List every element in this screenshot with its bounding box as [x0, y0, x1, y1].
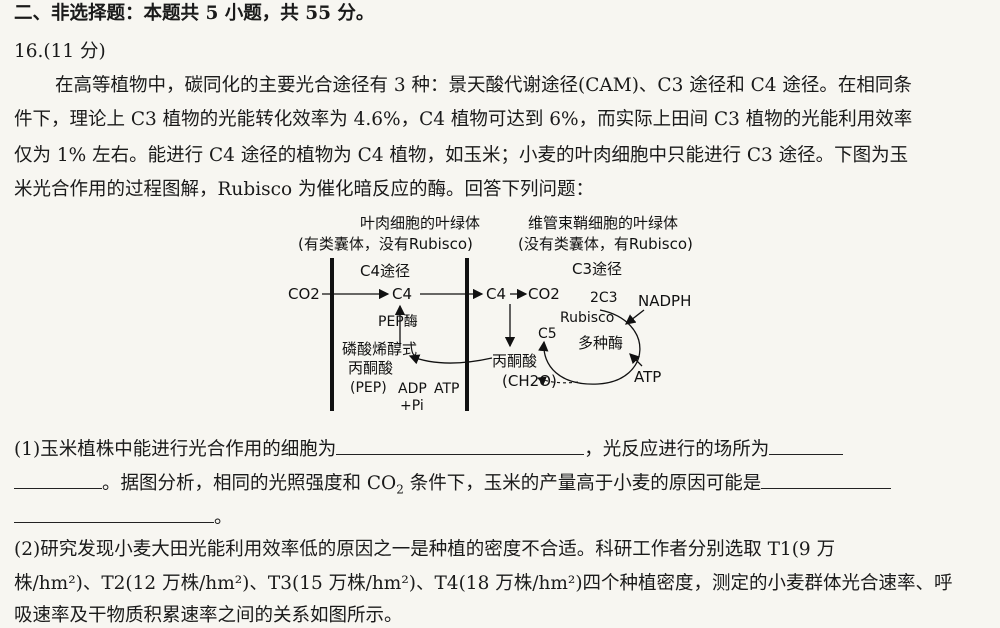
answer-blank-2[interactable] — [769, 436, 844, 455]
pyruvate-to-pep-arrow — [408, 354, 493, 365]
right-chloroplast-title: 维管束鞘细胞的叶绿体 — [528, 214, 678, 232]
q2-line-1: (2)研究发现小麦大田光能利用效率低的原因之一是种植的密度不合适。科研工作者分别… — [14, 539, 836, 560]
answer-blank-3-cont[interactable] — [14, 504, 214, 523]
pep-enzyme-label: PEP酶 — [378, 314, 418, 330]
pep-line-1: 磷酸烯醇式 — [342, 340, 417, 358]
right-chloroplast-subtitle: (没有类囊体，有Rubisco) — [518, 235, 693, 253]
answer-blank-2-cont[interactable] — [14, 470, 102, 489]
co2-subscript: 2 — [396, 482, 404, 497]
q1-line-2: 。据图分析，相同的光照强度和 CO2 条件下，玉米的产量高于小麦的原因可能是 — [14, 470, 892, 502]
two-c3-label: 2C3 — [590, 290, 618, 306]
section-title: 二、非选择题：本题共 5 小题，共 55 分。 — [14, 3, 375, 24]
nadph-label: NADPH — [638, 292, 691, 310]
c4-label-right: C4 — [486, 285, 506, 303]
atp-label-left: ATP — [434, 381, 459, 397]
ch2o-label: (CH2O) — [502, 372, 557, 390]
nadph-arrow — [624, 309, 645, 325]
atp-arrow — [629, 353, 643, 367]
c4-pathway-label: C4途径 — [360, 262, 410, 280]
q1-text-d: 条件下，玉米的产量高于小麦的原因可能是 — [403, 473, 762, 494]
left-chloroplast-subtitle: (有类囊体，没有Rubisco) — [298, 235, 473, 253]
co2-label: CO2 — [288, 285, 320, 303]
intro-line-1: 在高等植物中，碳同化的主要光合途径有 3 种：景天酸代谢途径(CAM)、C3 途… — [55, 75, 912, 96]
c5-label: C5 — [538, 326, 557, 342]
pyruvate-label: 丙酮酸 — [492, 352, 537, 370]
cycle-to-ch2o-arrow — [536, 376, 579, 385]
left-chloroplast-title: 叶肉细胞的叶绿体 — [360, 214, 480, 232]
atp-label-right: ATP — [634, 368, 661, 386]
intro-line-2: 件下，理论上 C3 植物的光能转化效率为 4.6%，C4 植物可达到 6%，而实… — [14, 109, 913, 130]
pep-line-2: 丙酮酸 — [348, 359, 393, 377]
q2-line-3: 吸速率及干物质积累速率之间的关系如图所示。 — [14, 605, 403, 626]
question-number: 16.(11 分) — [14, 41, 106, 62]
rubisco-label: Rubisco — [560, 310, 614, 326]
intro-line-3: 仅为 1% 左右。能进行 C4 途径的植物为 C4 植物，如玉米；小麦的叶肉细胞… — [14, 145, 909, 166]
enzymes-label: 多种酶 — [578, 334, 623, 352]
answer-blank-3[interactable] — [761, 470, 892, 489]
pep-line-3: (PEP) — [350, 380, 387, 396]
c4-photosynthesis-diagram: 叶肉细胞的叶绿体 (有类囊体，没有Rubisco) 维管束鞘细胞的叶绿体 (没有… — [288, 214, 693, 414]
q1-text-a: (1)玉米植株中能进行光合作用的细胞为 — [14, 439, 337, 460]
q1-line-1: (1)玉米植株中能进行光合作用的细胞为 ，光反应进行的场所为 — [14, 436, 844, 462]
co2-label-right: CO2 — [528, 285, 560, 303]
q2-line-2: 株/hm²)、T2(12 万株/hm²)、T3(15 万株/hm²)、T4(18… — [14, 573, 953, 594]
c4-label-left: C4 — [392, 285, 412, 303]
calvin-cycle-arc — [538, 309, 641, 385]
q1-text-e: 。 — [214, 507, 233, 528]
c3-pathway-label: C3途径 — [572, 260, 622, 278]
q1-text-c: 。据图分析，相同的光照强度和 CO — [102, 473, 397, 494]
adp-label: ADP — [398, 381, 427, 397]
answer-blank-1[interactable] — [336, 436, 585, 455]
pi-label: +Pi — [400, 398, 424, 414]
q1-text-b: ，光反应进行的场所为 — [584, 439, 770, 460]
intro-line-4: 米光合作用的过程图解，Rubisco 为催化暗反应的酶。回答下列问题： — [14, 179, 594, 200]
q1-line-3: 。 — [14, 504, 233, 530]
